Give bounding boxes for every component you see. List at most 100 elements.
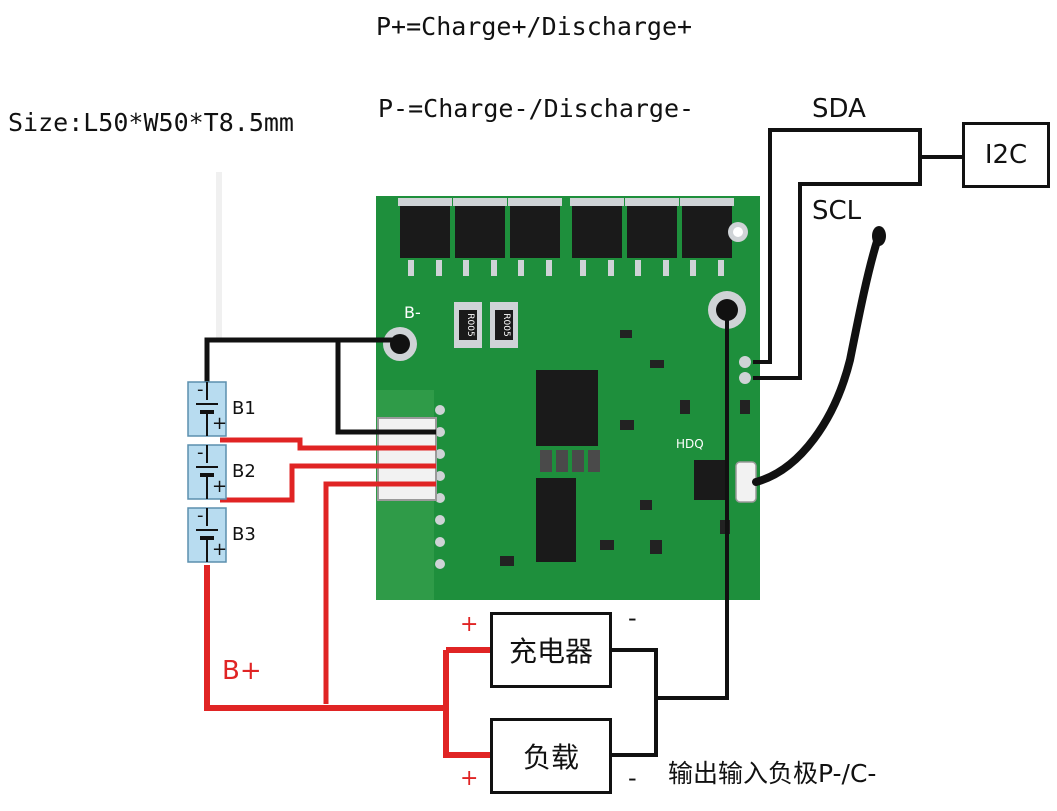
i2c-box: I2C [962,122,1050,188]
mosfet-tab [680,198,734,206]
mosfet-lead [518,260,524,276]
smd-part [650,360,664,368]
battery-cell-icon [187,444,227,500]
gauge-ic [694,460,728,500]
capacitor [572,450,584,472]
smd-part [500,556,514,566]
smd-part [740,400,750,414]
cell-b1-label: B1 [232,398,256,419]
wire-sda [753,128,920,364]
cell-b3-minus: - [197,505,204,526]
mosfet-chip-icon [455,202,505,258]
hdq-silkscreen: HDQ [676,437,704,451]
thermistor-probe-icon [752,226,886,486]
b-minus-terminal-hole [390,334,410,354]
charger-minus-mark: - [628,604,637,632]
charger-plus-mark: + [460,612,479,637]
wire-b2-b3-tap [220,463,436,503]
cell-b2-minus: - [197,442,204,463]
b-minus-silkscreen: B- [404,303,421,322]
capacitor [556,450,568,472]
wire-b1-b2-tap [220,437,436,451]
sense-resistors: R005 R005 [454,302,518,348]
test-pad [435,537,445,547]
mosfet-chip-icon [572,202,622,258]
test-pad [435,405,445,415]
mosfet-tab [453,198,507,206]
cell-b1-minus: - [197,379,204,400]
sda-label: SDA [812,94,866,124]
mosfet-chip-icon [510,202,560,258]
test-pad [435,493,445,503]
black-wires [204,128,962,757]
mosfet-chip-icon [627,202,677,258]
battery-cell-icon [187,507,227,563]
resistor-2-label: R005 [501,313,511,336]
cell-b2-plus: + [212,476,228,497]
test-pad [435,427,445,437]
wire-b-minus [204,337,400,383]
wire-plus-bus [443,650,490,758]
smd-part [620,330,632,338]
wire-p-minus [656,310,729,700]
test-pad [435,449,445,459]
resistor-1-label: R005 [465,313,475,336]
cell-b2-label: B2 [232,461,256,482]
load-plus-mark: + [460,766,479,791]
mosfet-tab [398,198,452,206]
bms-controller-ic [536,370,598,446]
mosfet-tab [625,198,679,206]
mosfet-tab [570,198,624,206]
mosfet-lead [690,260,696,276]
protection-ic [536,478,576,562]
smd-part [680,400,690,414]
capacitor [540,450,552,472]
mounting-hole-center [733,227,743,237]
test-pad [435,471,445,481]
mosfet-row [398,198,734,276]
mosfet-lead [635,260,641,276]
capacitor [588,450,600,472]
wire-minus-bus [612,648,658,757]
cell-b3-plus: + [212,539,228,560]
wire-b-plus-main [204,565,446,711]
pcb-board: R005 R005 [376,196,760,600]
load-box: 负载 [490,718,612,794]
cell-b1-plus: + [212,413,228,434]
scl-pad [739,372,751,384]
smd-part [650,540,662,554]
thermistor-head [872,226,886,246]
mosfet-lead [580,260,586,276]
test-pad [435,559,445,569]
negative-terminal-note: 输出输入负极P-/C- [668,759,877,788]
background-guide [216,172,222,342]
b-plus-label: B+ [222,656,262,686]
mosfet-lead [436,260,442,276]
sense-resistor [459,310,477,340]
cell-b3-label: B3 [232,524,256,545]
wire-b-plus-sense [323,481,436,704]
p-plus-definition: P+=Charge+/Discharge+ [376,12,693,41]
smd-part [620,420,634,430]
mosfet-lead [663,260,669,276]
wire-b-minus-sense [335,340,436,435]
charger-box: 充电器 [490,612,612,688]
mosfet-tab [508,198,562,206]
wire-scl [753,182,920,380]
mosfet-lead [718,260,724,276]
mosfet-lead [546,260,552,276]
sda-pad [739,356,751,368]
battery-stack [187,381,227,563]
mosfet-lead [408,260,414,276]
board-size-spec: Size:L50*W50*T8.5mm [8,108,294,137]
sense-resistor [495,310,513,340]
mosfet-lead [608,260,614,276]
thermistor-wire [752,234,882,486]
p-minus-definition: P-=Charge-/Discharge- [378,94,695,123]
mosfet-chip-icon [400,202,450,258]
load-minus-mark: - [628,764,637,792]
mosfet-chip-icon [682,202,732,258]
test-pad [435,515,445,525]
